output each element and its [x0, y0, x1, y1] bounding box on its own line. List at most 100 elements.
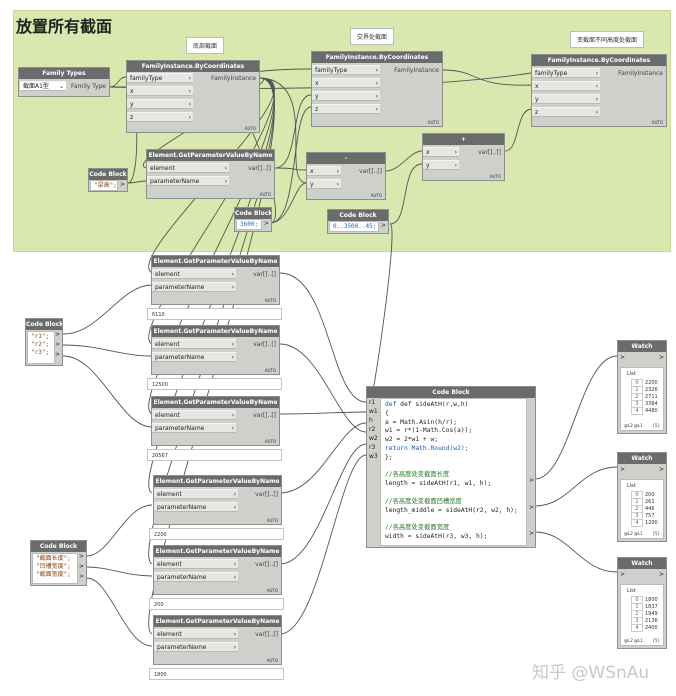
- input-port-familytype[interactable]: familyType›: [312, 65, 380, 75]
- output-port-length[interactable]: >: [528, 477, 534, 484]
- preview-bubble-3[interactable]: 20567: [147, 449, 282, 461]
- output-port-2[interactable]: >: [54, 341, 60, 348]
- input-port-r2[interactable]: r2: [369, 426, 376, 433]
- input-port-h[interactable]: h: [369, 417, 373, 424]
- code-editor[interactable]: def def sideAtH(r,w,h){a = Math.Asin(h/r…: [380, 398, 527, 546]
- input-port-parametername[interactable]: parameterName›: [152, 423, 236, 433]
- code-block-height[interactable]: Code Block "梁高"; >: [88, 168, 128, 192]
- code-block-side-at-h[interactable]: Code Block r1 w1 h r2 w2 r3 w3 def def s…: [366, 386, 536, 548]
- output-port-3[interactable]: >: [78, 573, 84, 580]
- output-port[interactable]: var[]..[]: [359, 168, 382, 175]
- input-port-x[interactable]: x›: [307, 166, 341, 176]
- family-types-node[interactable]: Family Types 截面A1型 ⌄ Family Type: [18, 67, 110, 97]
- output-port[interactable]: FamilyInstance: [211, 75, 256, 82]
- input-port-z[interactable]: z›: [127, 112, 193, 122]
- input-port-parametername[interactable]: parameterName›: [154, 572, 238, 582]
- output-port[interactable]: >: [380, 222, 386, 229]
- preview-bubble-6[interactable]: 1800: [149, 668, 284, 680]
- input-port-element[interactable]: element›: [154, 559, 238, 569]
- output-port[interactable]: >: [263, 220, 269, 227]
- preview-bubble-2[interactable]: 12500: [147, 378, 282, 390]
- input-port[interactable]: >: [620, 571, 626, 578]
- family-instance-node-1[interactable]: FamilyInstance.ByCoordinates familyType›…: [126, 60, 260, 133]
- input-port-element[interactable]: element›: [152, 410, 236, 420]
- input-port[interactable]: >: [620, 354, 626, 361]
- input-port-parametername[interactable]: parameterName›: [152, 352, 236, 362]
- preview-bubble-4[interactable]: 2200: [149, 528, 284, 540]
- output-port-1[interactable]: >: [54, 331, 60, 338]
- get-parameter-node-1[interactable]: Element.GetParameterValueByName element›…: [151, 255, 280, 305]
- input-port-element[interactable]: element›: [154, 489, 238, 499]
- output-port[interactable]: var[]..[]: [255, 491, 278, 498]
- input-port-parametername[interactable]: parameterName›: [147, 176, 229, 186]
- input-port-element[interactable]: element›: [152, 339, 236, 349]
- output-port[interactable]: >: [119, 181, 125, 188]
- add-node[interactable]: + x› y› var[]..[] AUTO: [422, 133, 505, 181]
- code-editor[interactable]: "梁高";: [90, 180, 118, 191]
- code-block-range[interactable]: Code Block 0..3500..45; >: [327, 209, 389, 234]
- get-parameter-node-5[interactable]: Element.GetParameterValueByName element›…: [153, 545, 282, 595]
- code-editor[interactable]: 3600;: [236, 219, 262, 230]
- input-port-y[interactable]: y›: [532, 94, 600, 104]
- input-port-x[interactable]: x›: [532, 81, 600, 91]
- input-port-z[interactable]: z›: [312, 104, 380, 114]
- get-parameter-node-6[interactable]: Element.GetParameterValueByName element›…: [153, 615, 282, 665]
- output-port-1[interactable]: >: [78, 553, 84, 560]
- input-port-w1[interactable]: w1: [369, 408, 378, 415]
- input-port-familytype[interactable]: familyType›: [127, 73, 193, 83]
- output-port[interactable]: FamilyInstance: [394, 67, 439, 74]
- output-port-length-middle[interactable]: >: [528, 504, 534, 511]
- family-instance-node-3[interactable]: FamilyInstance.ByCoordinates familyType›…: [531, 54, 667, 127]
- code-block-r-params[interactable]: Code Block "r1";"r2";"r3"; > > >: [25, 318, 63, 366]
- input-port-parametername[interactable]: parameterName›: [152, 282, 236, 292]
- code-editor[interactable]: "r1";"r2";"r3";: [27, 331, 55, 364]
- input-port-y[interactable]: y›: [307, 179, 341, 189]
- output-port[interactable]: Family Type: [71, 83, 106, 90]
- output-port-width[interactable]: >: [528, 530, 534, 537]
- input-port-y[interactable]: y›: [423, 160, 459, 170]
- input-port-r3[interactable]: r3: [369, 444, 376, 451]
- preview-bubble-1[interactable]: 6110: [147, 308, 282, 320]
- input-port-z[interactable]: z›: [532, 107, 600, 117]
- family-instance-node-2[interactable]: FamilyInstance.ByCoordinates familyType›…: [311, 51, 443, 127]
- code-editor[interactable]: 0..3500..45;: [329, 221, 379, 232]
- input-port-element[interactable]: element›: [147, 163, 229, 173]
- input-port-x[interactable]: x›: [127, 86, 193, 96]
- family-type-dropdown[interactable]: 截面A1型 ⌄: [20, 81, 66, 91]
- input-port-element[interactable]: element›: [154, 629, 238, 639]
- get-parameter-node-3[interactable]: Element.GetParameterValueByName element›…: [151, 396, 280, 446]
- output-port[interactable]: var[]..[]: [248, 165, 271, 172]
- output-port[interactable]: var[]..[]: [253, 341, 276, 348]
- input-port-w3[interactable]: w3: [369, 453, 378, 460]
- code-block-width-params[interactable]: Code Block "截面长度";"凹槽宽度";"截面宽度"; > > >: [30, 540, 87, 586]
- output-port-2[interactable]: >: [78, 563, 84, 570]
- input-port-familytype[interactable]: familyType›: [532, 68, 600, 78]
- input-port-w2[interactable]: w2: [369, 435, 378, 442]
- output-port[interactable]: var[]..[]: [255, 631, 278, 638]
- output-port[interactable]: >: [658, 466, 664, 473]
- output-port[interactable]: var[]..[]: [253, 412, 276, 419]
- code-block-3600[interactable]: Code Block 3600; >: [234, 207, 272, 232]
- output-port[interactable]: var[]..[]: [253, 271, 276, 278]
- preview-bubble-5[interactable]: 200: [149, 598, 284, 610]
- input-port-parametername[interactable]: parameterName›: [154, 502, 238, 512]
- get-parameter-node-4[interactable]: Element.GetParameterValueByName element›…: [153, 475, 282, 525]
- get-parameter-node-top[interactable]: Element.GetParameterValueByName element›…: [146, 149, 275, 199]
- input-port-r1[interactable]: r1: [369, 399, 376, 406]
- get-parameter-node-2[interactable]: Element.GetParameterValueByName element›…: [151, 325, 280, 375]
- input-port[interactable]: >: [620, 466, 626, 473]
- input-port-element[interactable]: element›: [152, 269, 236, 279]
- input-port-parametername[interactable]: parameterName›: [154, 642, 238, 652]
- input-port-x[interactable]: x›: [423, 147, 459, 157]
- input-port-y[interactable]: y›: [312, 91, 380, 101]
- output-port[interactable]: var[]..[]: [478, 149, 501, 156]
- output-port[interactable]: FamilyInstance: [618, 70, 663, 77]
- output-port[interactable]: var[]..[]: [255, 561, 278, 568]
- subtract-node[interactable]: - x› y› var[]..[] AUTO: [306, 152, 386, 200]
